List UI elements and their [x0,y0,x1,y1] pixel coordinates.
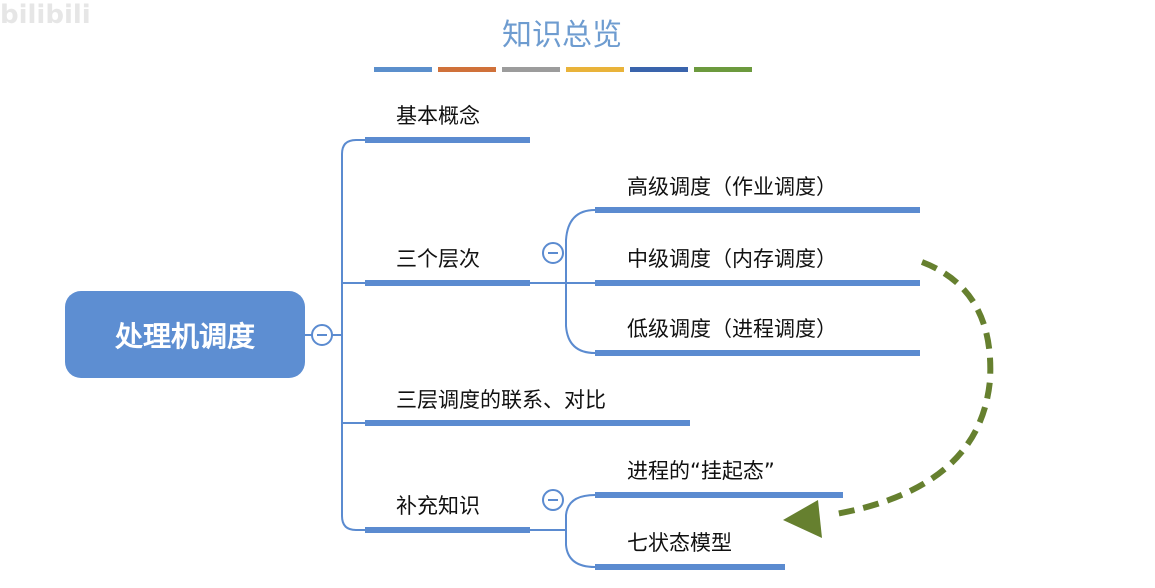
root-label: 处理机调度 [114,319,255,353]
page-title: 知识总览 [502,18,622,53]
branch-basic-concepts[interactable]: 基本概念 [396,104,480,128]
node-suspended-state[interactable]: 进程的“挂起态” [627,459,775,483]
title-color-bar [374,67,752,72]
branch-three-levels[interactable]: 三个层次 [396,247,480,271]
watermark: bilibili [0,0,91,30]
node-high-level-scheduling[interactable]: 高级调度（作业调度） [627,175,837,199]
node-seven-state-model[interactable]: 七状态模型 [627,531,732,555]
branch-relation-comparison[interactable]: 三层调度的联系、对比 [396,388,606,412]
collapse-icon[interactable] [542,242,564,264]
node-low-level-scheduling[interactable]: 低级调度（进程调度） [627,317,837,341]
collapse-icon[interactable] [311,324,333,346]
branch-supplement[interactable]: 补充知识 [396,494,480,518]
collapse-icon[interactable] [542,489,564,511]
root-node[interactable]: 处理机调度 [65,291,305,378]
node-mid-level-scheduling[interactable]: 中级调度（内存调度） [627,247,837,271]
dashed-arrow [783,259,994,538]
